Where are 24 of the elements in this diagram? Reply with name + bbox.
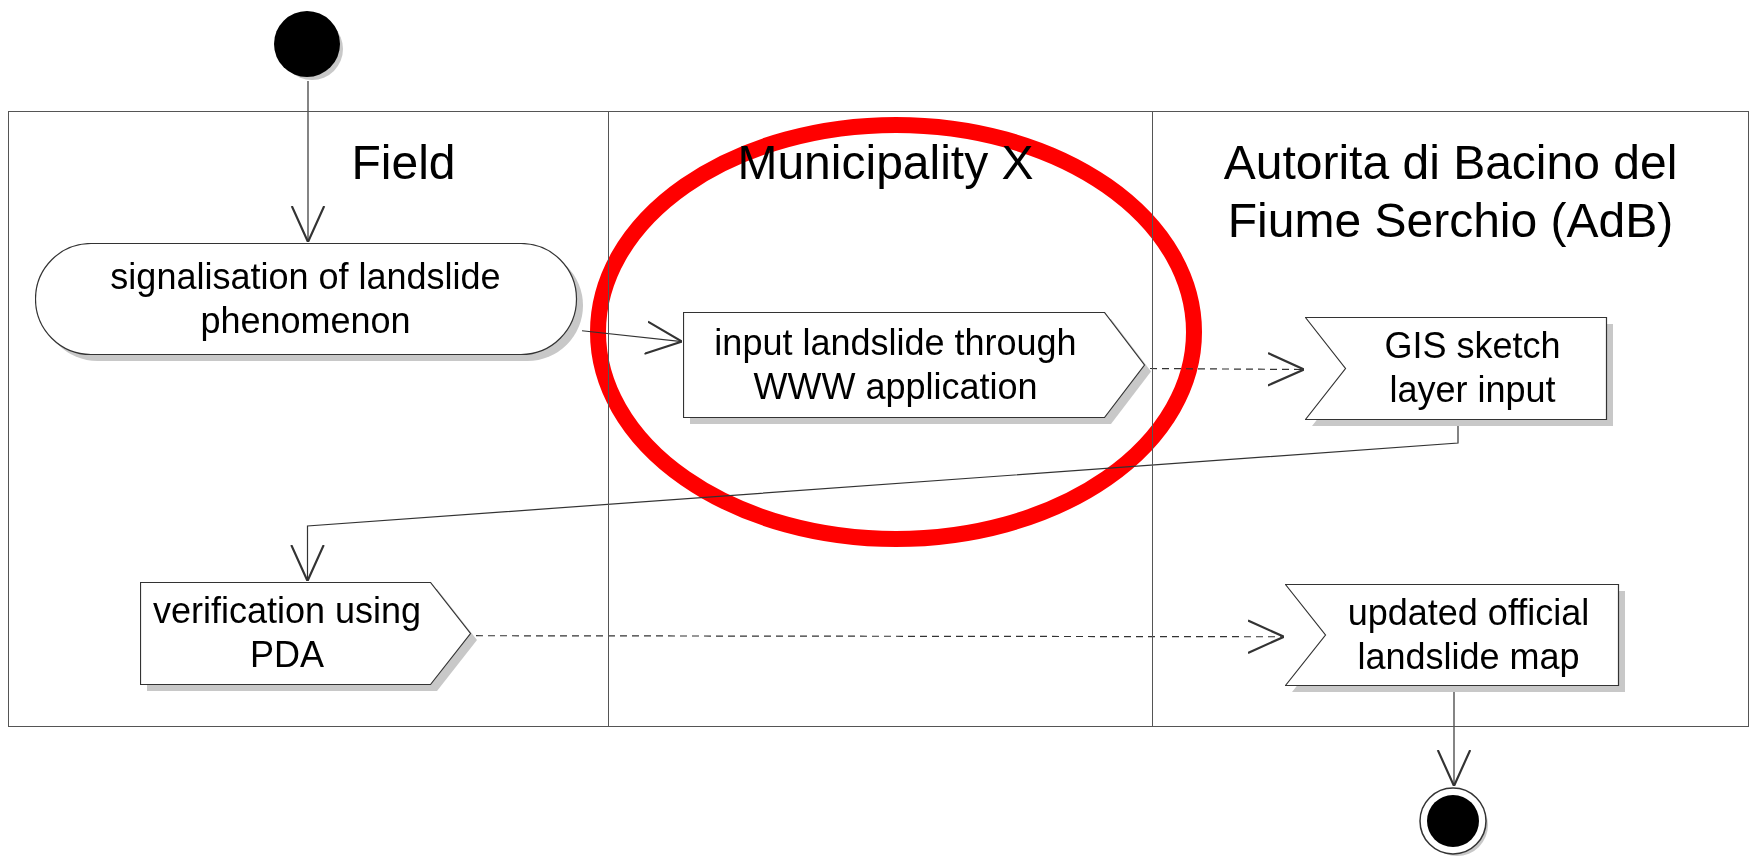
receive-signal-node — [1285, 584, 1625, 692]
send-signal-node — [140, 582, 477, 691]
arrow — [581, 320, 684, 355]
swimlane — [1152, 111, 1749, 727]
send-signal-node — [683, 312, 1151, 424]
action-label: updated official landslide map — [1346, 590, 1591, 679]
action-label: input landslide through WWW application — [713, 320, 1078, 409]
action-label: verification using PDA — [151, 589, 423, 677]
action-node — [35, 243, 583, 361]
lane-heading: Autorita di Bacino del Fiume Serchio (AdB) — [1222, 135, 1679, 249]
initial-node — [272, 9, 344, 81]
action-label: signalisation of landslide phenomenon — [109, 254, 502, 343]
swimlane — [8, 111, 609, 727]
final-node — [1418, 786, 1490, 858]
lane-heading: Municipality X — [737, 135, 1034, 191]
arrow — [290, 424, 1459, 583]
receive-signal-node — [1305, 317, 1613, 426]
arrow — [1149, 352, 1306, 387]
arrow — [475, 619, 1286, 654]
swimlane — [608, 111, 1153, 727]
arrow — [290, 80, 326, 244]
lane-heading: Field — [351, 135, 456, 191]
arrow — [1436, 690, 1472, 788]
action-label: GIS sketch layer input — [1383, 324, 1562, 412]
